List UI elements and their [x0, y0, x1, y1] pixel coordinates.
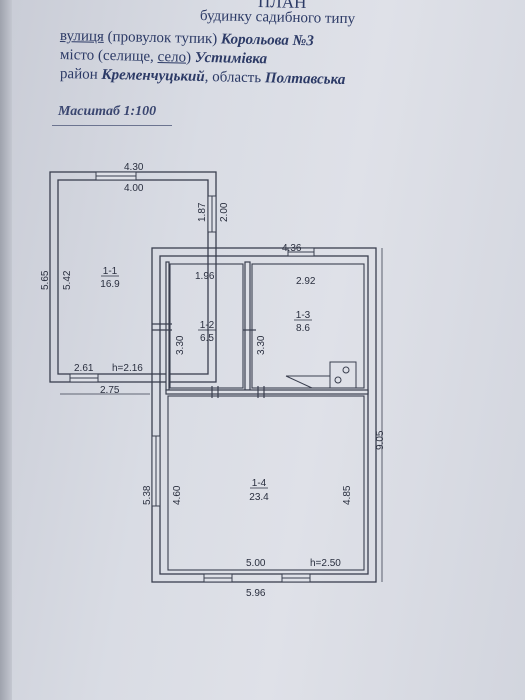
- room-inner-outlines: [167, 263, 365, 571]
- scale-underline: [52, 125, 172, 126]
- door-marks: [152, 323, 265, 398]
- dim-top-outer: 4.30: [124, 162, 144, 173]
- main-house-walls: [151, 247, 377, 583]
- room-label-1-1: 1-1 16.9: [100, 266, 120, 290]
- dim-room2-width: 1.96: [195, 271, 215, 282]
- dim-room3-width: 2.92: [296, 276, 316, 287]
- dimension-lines: [60, 248, 383, 582]
- dim-room4-left-inner: 4.60: [172, 485, 183, 505]
- dim-bottom-outer-4: 5.96: [246, 588, 266, 599]
- room-area: 6.5: [200, 333, 214, 344]
- dim-bottom-inner-1: 2.61: [74, 363, 94, 374]
- dim-right-total: 9.05: [375, 430, 386, 450]
- stove: [285, 361, 357, 389]
- dim-bottom-inner-4: 5.00: [246, 558, 266, 569]
- windows: [69, 171, 315, 583]
- room-label-1-2: 1-2 6.5: [198, 320, 216, 344]
- dim-room4-left-outer: 5.38: [142, 485, 153, 505]
- dim-top-inner: 4.00: [124, 183, 144, 194]
- dim-right-outer: 2.00: [219, 202, 230, 222]
- room-label-1-3: 1-3 8.6: [294, 310, 312, 334]
- binding-edge: [0, 0, 12, 700]
- dim-height-4: h=2.50: [310, 558, 341, 569]
- room-id: 1-1: [103, 266, 118, 277]
- room-label-1-4: 1-4 23.4: [249, 478, 269, 503]
- dim-height-1: h=2.16: [112, 363, 143, 374]
- room-area: 16.9: [100, 279, 120, 290]
- dim-room3-height: 3.30: [256, 335, 267, 355]
- dim-room4-right-inner: 4.85: [342, 485, 353, 505]
- dim-room2-height: 3.30: [175, 335, 186, 355]
- dim-right-inner: 1.87: [197, 202, 208, 222]
- scale-label: Масштаб 1:100: [58, 104, 157, 119]
- dim-bottom-outer-1: 2.75: [100, 385, 120, 396]
- dim-left-inner: 5.42: [62, 270, 73, 290]
- room-area: 8.6: [296, 323, 310, 334]
- dim-left-outer: 5.65: [40, 270, 51, 290]
- room-id: 1-3: [296, 310, 311, 321]
- room-1-1-walls: [49, 171, 217, 383]
- interior-partitions: [165, 261, 369, 395]
- room-id: 1-4: [252, 478, 267, 489]
- room-area: 23.4: [249, 492, 269, 503]
- dim-top-rear-outer: 4.36: [282, 243, 302, 254]
- room-id: 1-2: [200, 320, 215, 331]
